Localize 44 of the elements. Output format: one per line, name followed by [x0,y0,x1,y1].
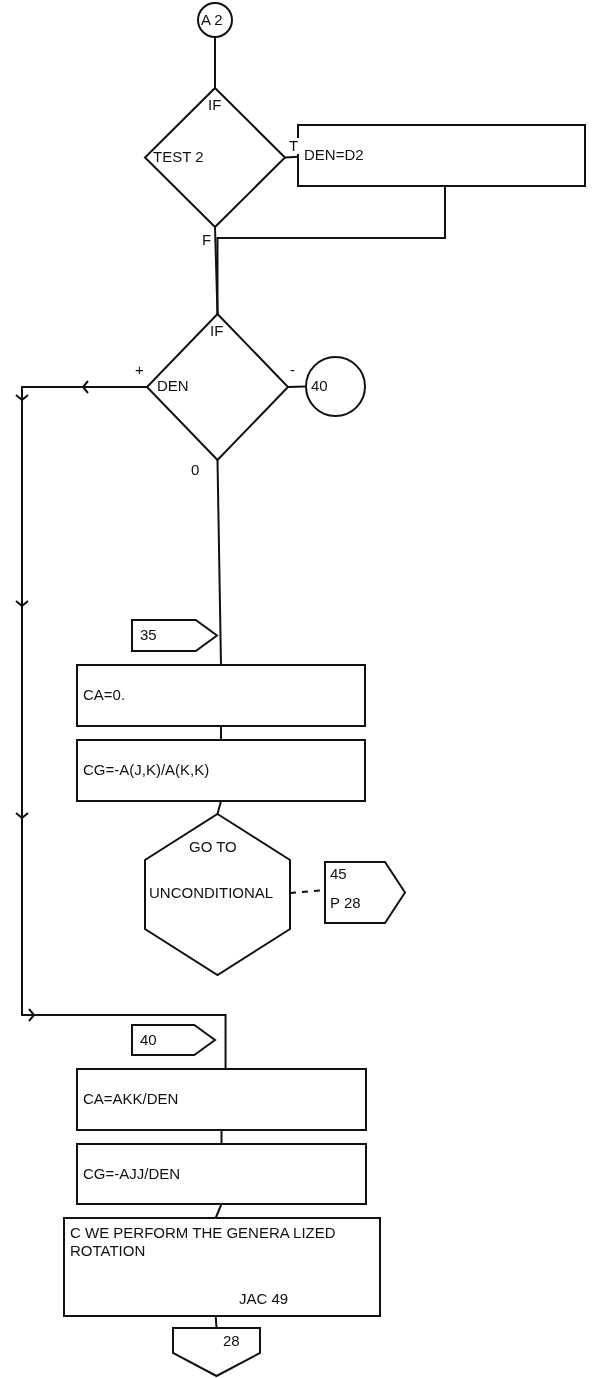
connector-line [15,380,227,1070]
off-page-connector [173,1328,260,1376]
go-to-hexagon [145,814,290,975]
node-text: A 2 [201,11,223,29]
node-text: DEN [157,377,189,395]
entry-flag [132,620,217,651]
off-page-flag [325,862,405,923]
node-text: 45 [330,865,347,883]
process-box [77,1069,366,1130]
node-text: CG=-A(J,K)/A(K,K) [83,761,210,779]
node-text: TEST 2 [153,148,204,166]
node-text: 40 [311,377,328,395]
entry-flag [132,1025,215,1055]
node-text: JAC 49 [239,1290,289,1308]
node-text: P 28 [330,894,361,912]
edge-label: 0 [190,462,201,478]
node-text: CA=0. [83,686,126,704]
node-text: C WE PERFORM THE GENERA LIZED ROTATION [70,1224,337,1260]
node-text: IF [208,96,222,114]
connector-line [214,37,216,89]
comment-box [64,1218,380,1316]
edge-label: F [201,232,213,248]
node-text: 35 [140,626,157,644]
node-text: 40 [140,1031,157,1049]
process-box [298,125,585,186]
node-text: CA=AKK/DEN [83,1090,179,1108]
decision-diamond [145,88,285,227]
node-text: DEN=D2 [304,146,364,164]
connector-circle [197,2,233,38]
connector-circle [305,356,366,417]
edge-label: T [288,138,300,154]
connector-line [214,226,219,315]
connector-line [216,459,222,666]
process-box [77,1144,366,1204]
decision-diamond [147,314,288,460]
connector-line [287,385,306,388]
process-box [77,665,365,726]
connector-line [216,185,446,315]
node-text: GO TO [189,838,237,856]
node-text: 28 [223,1332,240,1350]
node-text: UNCONDITIONAL [149,884,274,902]
node-text: CG=-AJJ/DEN [83,1165,181,1183]
process-box [77,740,365,801]
node-text: IF [210,322,224,340]
